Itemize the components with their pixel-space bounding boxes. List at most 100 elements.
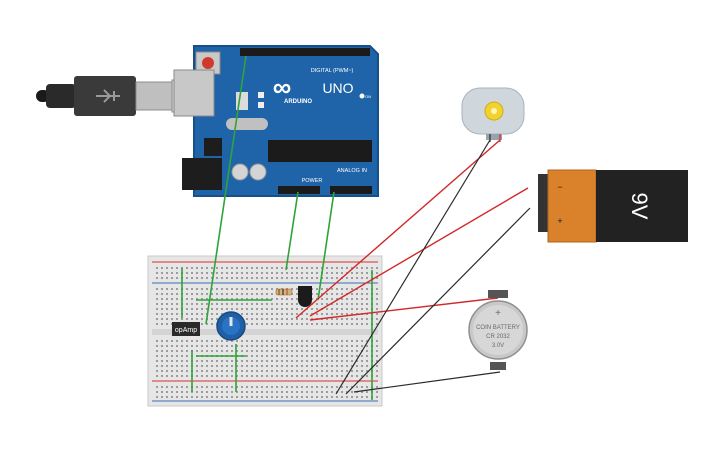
breadboard-hole: [246, 323, 248, 325]
breadboard-hole: [216, 365, 218, 367]
breadboard-hole: [321, 355, 323, 357]
breadboard-hole: [186, 345, 188, 347]
breadboard-hole: [341, 272, 343, 274]
breadboard-hole: [221, 272, 223, 274]
breadboard-hole: [236, 267, 238, 269]
wire-9v-negative[interactable]: [345, 207, 531, 395]
breadboard-hole: [246, 298, 248, 300]
breadboard-hole: [321, 288, 323, 290]
breadboard-hole: [341, 267, 343, 269]
breadboard-hole: [331, 355, 333, 357]
breadboard-hole: [361, 318, 363, 320]
breadboard-hole: [211, 360, 213, 362]
breadboard-hole: [176, 386, 178, 388]
breadboard-hole: [286, 365, 288, 367]
breadboard-hole: [216, 293, 218, 295]
breadboard-hole: [171, 313, 173, 315]
breadboard-hole: [216, 298, 218, 300]
breadboard-hole: [311, 277, 313, 279]
breadboard-hole: [311, 396, 313, 398]
breadboard-hole: [291, 298, 293, 300]
breadboard-hole: [261, 340, 263, 342]
breadboard-hole: [261, 298, 263, 300]
breadboard-hole: [336, 318, 338, 320]
breadboard-hole: [301, 391, 303, 393]
breadboard-hole: [216, 350, 218, 352]
breadboard-hole: [231, 365, 233, 367]
potentiometer[interactable]: [216, 311, 246, 341]
breadboard-hole: [356, 396, 358, 398]
breadboard-hole: [176, 370, 178, 372]
breadboard-hole: [331, 288, 333, 290]
breadboard-hole: [201, 391, 203, 393]
breadboard-hole: [366, 323, 368, 325]
breadboard-hole: [266, 272, 268, 274]
breadboard-hole: [326, 340, 328, 342]
breadboard-hole: [166, 355, 168, 357]
breadboard-hole: [206, 360, 208, 362]
breadboard-hole: [336, 386, 338, 388]
breadboard-hole: [361, 277, 363, 279]
wire-coin-positive[interactable]: [309, 297, 499, 321]
breadboard-hole: [301, 308, 303, 310]
wire-motor-negative[interactable]: [335, 139, 491, 395]
breadboard-hole: [201, 396, 203, 398]
breadboard-hole: [276, 375, 278, 377]
wire-analog-to-sensor[interactable]: [317, 191, 335, 301]
breadboard-hole: [351, 318, 353, 320]
breadboard-hole: [351, 355, 353, 357]
breadboard-hole: [281, 350, 283, 352]
breadboard-hole: [356, 370, 358, 372]
breadboard-hole: [326, 272, 328, 274]
breadboard-hole: [166, 288, 168, 290]
breadboard-hole: [186, 288, 188, 290]
breadboard-hole: [321, 313, 323, 315]
breadboard-hole: [231, 340, 233, 342]
breadboard-hole: [196, 272, 198, 274]
breadboard-hole: [276, 313, 278, 315]
breadboard-hole: [361, 298, 363, 300]
breadboard-hole: [241, 277, 243, 279]
breadboard-hole: [311, 391, 313, 393]
wire-motor-positive[interactable]: [295, 139, 501, 319]
breadboard-hole: [291, 355, 293, 357]
breadboard-hole: [256, 360, 258, 362]
breadboard-hole: [231, 308, 233, 310]
reset-button[interactable]: [202, 57, 214, 69]
breadboard-hole: [231, 272, 233, 274]
breadboard-hole: [226, 350, 228, 352]
breadboard-hole: [196, 293, 198, 295]
breadboard-hole: [166, 340, 168, 342]
breadboard-hole: [331, 313, 333, 315]
breadboard-hole: [226, 396, 228, 398]
usb-port: [173, 69, 215, 117]
breadboard-hole: [341, 308, 343, 310]
breadboard-hole: [266, 391, 268, 393]
wire-coin-negative[interactable]: [353, 371, 501, 393]
breadboard-hole: [171, 355, 173, 357]
breadboard-hole: [241, 386, 243, 388]
breadboard-hole: [306, 396, 308, 398]
breadboard-hole: [326, 323, 328, 325]
wire-arduino-5v-to-rail[interactable]: [285, 191, 299, 271]
breadboard-hole: [321, 303, 323, 305]
breadboard-hole: [171, 293, 173, 295]
breadboard-hole: [316, 375, 318, 377]
breadboard-hole: [176, 272, 178, 274]
wire-arduino-gnd-to-breadboard[interactable]: [205, 55, 247, 325]
breadboard-hole: [166, 277, 168, 279]
breadboard-hole: [211, 298, 213, 300]
breadboard-hole: [251, 396, 253, 398]
breadboard-hole: [281, 313, 283, 315]
breadboard-hole: [281, 308, 283, 310]
breadboard-hole: [176, 298, 178, 300]
breadboard-hole: [351, 293, 353, 295]
breadboard-hole: [331, 386, 333, 388]
breadboard-hole: [361, 308, 363, 310]
breadboard-hole: [196, 375, 198, 377]
wire-9v-positive[interactable]: [309, 187, 529, 317]
breadboard-hole: [251, 298, 253, 300]
breadboard-hole: [231, 396, 233, 398]
breadboard-hole: [321, 375, 323, 377]
breadboard-hole: [156, 391, 158, 393]
